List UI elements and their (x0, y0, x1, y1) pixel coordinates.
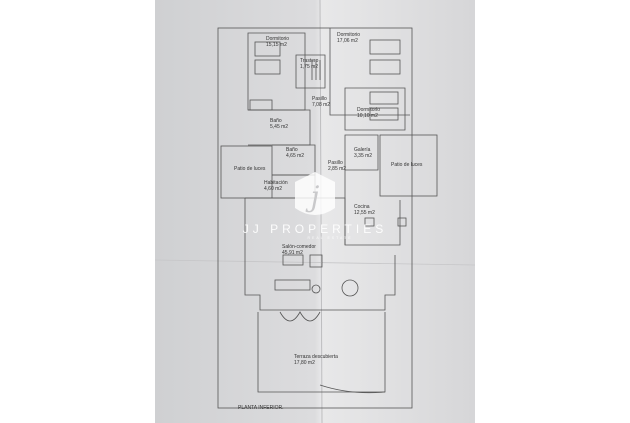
room-name: Dormitorio (337, 32, 361, 38)
floor-plan-walls (217, 27, 438, 409)
room-area: 7,08 m2 (312, 102, 331, 108)
room-name: Pasillo (312, 96, 327, 102)
room-area: 5,45 m2 (270, 124, 289, 130)
room-name: Dormitorio (357, 107, 381, 113)
watermark-tagline: REAL ESTATE (307, 236, 353, 240)
room-name: Dormitorio (266, 36, 290, 42)
room-name: Patio de luces (391, 162, 423, 168)
floor-label: PLANTA INFERIOR. (238, 405, 284, 411)
room-area: 10,10 m2 (357, 113, 378, 119)
paper-fold-h (154, 259, 476, 266)
room-area: 45,91 m2 (282, 250, 303, 256)
room-area: 1,75 m2 (300, 64, 319, 70)
room-area: 17,80 m2 (294, 360, 315, 366)
room-area: 12,55 m2 (354, 210, 375, 216)
room-label: Patio de luces (391, 162, 422, 168)
room-area: 17,06 m2 (337, 38, 358, 44)
room-name: Cocina (354, 204, 370, 210)
room-name: Trastero (300, 58, 319, 64)
room-area: 4,65 m2 (286, 153, 305, 159)
room-name: Salón-comedor (282, 244, 316, 250)
room-name: Galería (354, 147, 371, 153)
room-label: Patio de luces (234, 166, 265, 172)
room-name: Terraza descubierta (294, 354, 338, 360)
room-name: Habitación (264, 180, 288, 186)
jj-logo-icon: j (295, 172, 335, 215)
watermark-brand: JJ PROPERTIES (242, 222, 388, 236)
room-area: 2,85 m2 (328, 166, 347, 172)
room-name: Baño (270, 118, 282, 124)
room-name: Pasillo (328, 160, 343, 166)
room-area: 15,15 m2 (266, 42, 287, 48)
room-name: Baño (286, 147, 298, 153)
room-area: 4,60 m2 (264, 186, 283, 192)
room-area: 3,35 m2 (354, 153, 373, 159)
room-name: Patio de luces (234, 166, 266, 172)
